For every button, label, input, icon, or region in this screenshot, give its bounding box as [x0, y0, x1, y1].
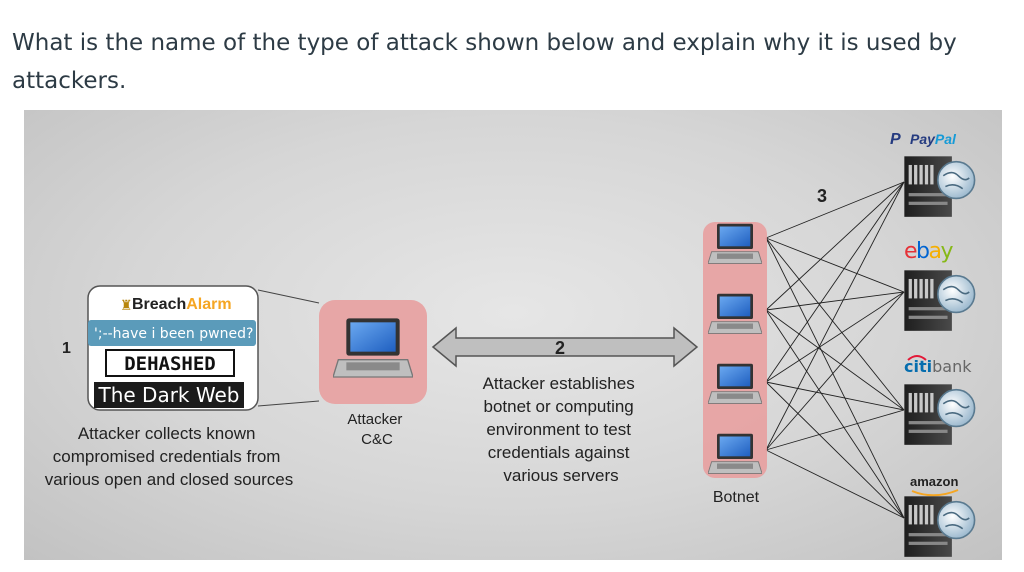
source-caption: Attacker collects known compromised cred… — [45, 424, 294, 489]
paypal-logo: P PayPal — [890, 131, 957, 148]
darkweb-box — [94, 382, 244, 408]
citibank-logo: citibank — [904, 357, 972, 376]
step-1-label: 1 — [62, 340, 71, 357]
ebay-logo: ebay — [904, 239, 954, 264]
connector-top — [257, 289, 320, 304]
svg-text:BreachAlarm: BreachAlarm — [132, 296, 232, 313]
alarm-icon: ♜ — [120, 297, 133, 313]
breachalarm-part2: Alarm — [186, 296, 231, 313]
botnet-label: Botnet — [713, 489, 760, 506]
hibp-label: ';--have i been pwned? — [94, 326, 253, 342]
step-2-label: 2 — [555, 338, 565, 358]
breachalarm-logo: ♜ BreachAlarm — [120, 296, 232, 313]
svg-text:PayPal: PayPal — [910, 131, 957, 147]
paypal-part1: Pay — [910, 131, 936, 147]
diagram-svg: ♜ BreachAlarm ';--have i been pwned? DEH… — [45, 131, 976, 558]
citibank-server-icon — [903, 383, 976, 446]
connection-mesh — [765, 181, 905, 519]
hibp-banner — [88, 320, 256, 346]
connector-bottom — [257, 400, 320, 407]
botnet-caption: Attacker establishes botnet or computing… — [483, 374, 640, 485]
paypal-part2: Pal — [935, 131, 957, 147]
paypal-server-icon — [903, 155, 976, 218]
ebay-server-icon — [903, 269, 976, 332]
question-text: What is the name of the type of attack s… — [12, 30, 957, 94]
botnet-box — [703, 222, 767, 478]
amazon-logo: amazon — [910, 474, 958, 489]
breachalarm-part1: Breach — [132, 296, 186, 313]
attack-diagram: ♜ BreachAlarm ';--have i been pwned? DEH… — [24, 110, 1002, 560]
sources-box — [87, 285, 259, 411]
paypal-p-icon: P — [890, 131, 901, 148]
darkweb-label: The Dark Web — [98, 383, 240, 407]
attacker-label: Attacker C&C — [347, 411, 406, 448]
amazon-server-icon — [903, 495, 976, 558]
amazon-smile-icon — [911, 489, 959, 497]
dehashed-box — [105, 349, 235, 377]
double-arrow — [431, 326, 699, 368]
citi-arc-icon — [907, 355, 927, 361]
step-3-label: 3 — [817, 186, 827, 206]
dehashed-label: DEHASHED — [124, 353, 216, 375]
